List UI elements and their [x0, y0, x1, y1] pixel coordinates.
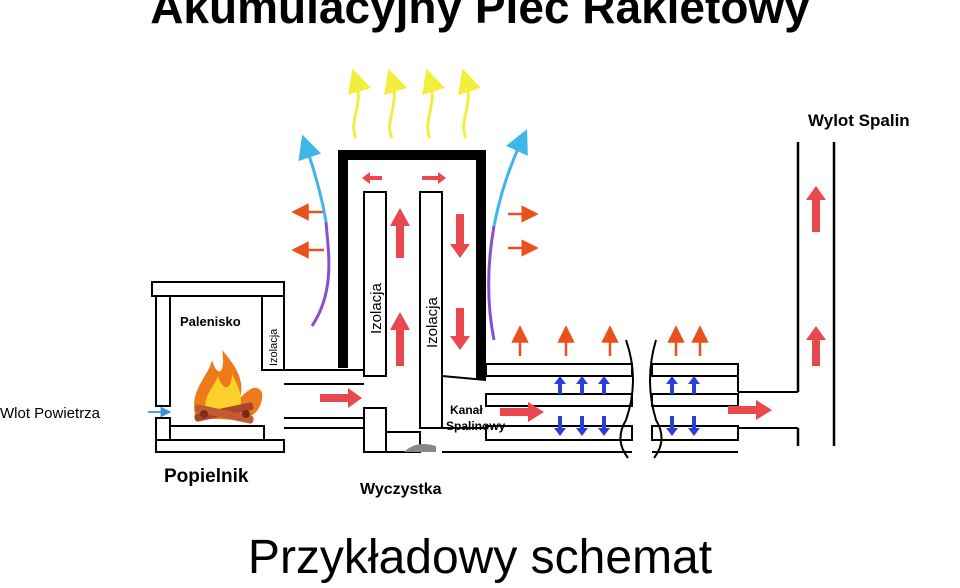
- chimney: [796, 142, 836, 446]
- fire-icon: [194, 350, 263, 424]
- label-wlot-powietrza: Wlot Powietrza: [0, 405, 101, 422]
- hot-air-arrows: [348, 68, 481, 139]
- flow-arrow-to-chimney: [728, 400, 772, 420]
- circulation-arrows: [554, 376, 700, 436]
- flow-arrow-riser-up-2: [390, 312, 410, 366]
- label-palenisko: Palenisko: [180, 314, 241, 329]
- label-wyczystka: Wyczystka: [360, 481, 442, 498]
- label-kanal-1: Kanał: [450, 403, 483, 417]
- label-wylot-spalin: Wylot Spalin: [808, 111, 910, 130]
- convection-right: [487, 129, 528, 341]
- label-popielnik: Popielnik: [164, 466, 249, 487]
- flow-arrows: [320, 172, 826, 422]
- label-izolacja-small: Izolacja: [268, 328, 280, 366]
- riser-barrel: [338, 150, 487, 453]
- flow-arrow-top-left: [362, 172, 382, 184]
- label-izolacja-right: Izolacja: [424, 296, 441, 348]
- exhaust-duct: [442, 339, 798, 459]
- heat-arrows: [291, 203, 709, 356]
- flow-arrow-top-right: [422, 172, 446, 184]
- flow-arrow-riser-up-1: [390, 208, 410, 258]
- flow-arrow-chimney-2: [806, 326, 826, 366]
- convection-left: [298, 134, 331, 327]
- flow-arrow-chimney-1: [806, 186, 826, 232]
- flow-arrow-down-1: [450, 214, 470, 258]
- rocket-stove-diagram: Palenisko Izolacja Izolacja Izolacja Wlo…: [0, 68, 910, 498]
- flow-arrow-feed: [320, 388, 362, 408]
- circulation-group-1: [554, 376, 610, 436]
- flow-arrow-down-2: [450, 308, 470, 350]
- flow-arrow-duct: [500, 402, 544, 422]
- diagram-subtitle: Przykładowy schemat: [247, 531, 713, 584]
- label-kanal-2: Spalinowy: [446, 419, 506, 433]
- label-izolacja-left: Izolacja: [368, 282, 385, 334]
- feed-tube: [284, 369, 364, 429]
- firebox: [151, 281, 285, 453]
- diagram-title: Akumulacyjny Piec Rakietowy: [150, 0, 810, 33]
- circulation-group-2: [666, 376, 700, 436]
